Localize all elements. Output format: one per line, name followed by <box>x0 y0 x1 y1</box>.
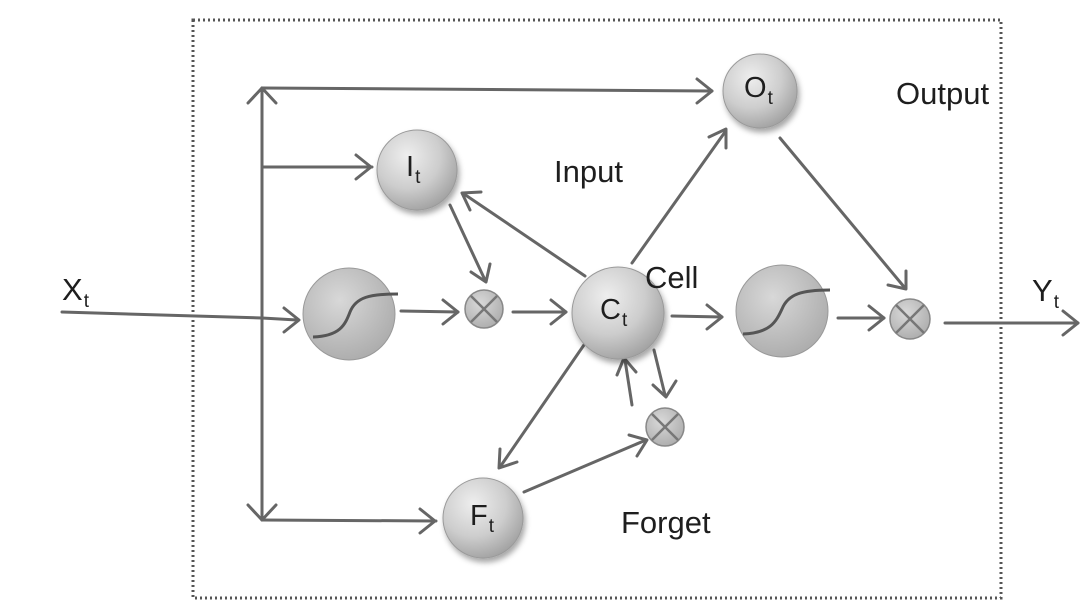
arrowhead-multiply2-in <box>867 304 886 332</box>
output-label: Output <box>896 76 990 111</box>
edge-cell-to-forget-gate <box>498 340 588 469</box>
multiply-icon-forget <box>645 407 685 447</box>
input-gate-node <box>376 129 458 211</box>
arrowhead-cell-to-forget-gate <box>497 447 519 470</box>
arrowhead-forget-gate-to-multiply <box>627 433 649 458</box>
arrowhead-output-gate-to-multiply <box>886 269 908 291</box>
sigmoid-icon <box>302 267 399 361</box>
edge-multiply3-to-cell <box>623 358 634 407</box>
arrowhead-forget-gate-in <box>418 507 437 535</box>
cell-boundary <box>191 18 1003 600</box>
arrowhead-output-gate-in <box>695 77 714 105</box>
arrowhead-cell-in <box>549 298 568 326</box>
arrowhead-cell-to-output-gate <box>707 127 728 150</box>
cell-node <box>571 266 665 360</box>
arrowhead-multiply1-in <box>441 298 460 326</box>
edge-sigmoid-to-multiply <box>399 309 460 314</box>
edge-bus-to-forget-gate <box>260 518 438 523</box>
input-label: Input <box>554 154 623 189</box>
multiply-icon-output <box>889 298 931 340</box>
edge-forget-gate-to-multiply <box>522 438 648 494</box>
arrowhead-input-gate-to-multiply <box>469 262 492 284</box>
arrowhead-output <box>1061 309 1080 337</box>
edge-cell-to-tanh <box>670 314 724 319</box>
edge-input-gate-to-multiply <box>448 203 487 282</box>
output-gate-node <box>722 53 798 129</box>
forget-label: Forget <box>621 505 711 540</box>
arrowhead-cell-to-input-gate <box>460 190 483 212</box>
arrowhead-multiply3-in <box>651 379 678 399</box>
edge-bus-to-output-gate <box>260 86 714 93</box>
cell-label: Cell <box>645 260 699 295</box>
arrowhead-input-gate-in <box>354 153 373 181</box>
forget-gate-node <box>442 477 524 559</box>
input-gate-symbol: It <box>406 151 421 188</box>
forget-gate-symbol: Ft <box>470 500 494 537</box>
input-symbol: Xt <box>62 272 89 312</box>
tanh-icon <box>735 264 831 358</box>
edge-cell-to-multiply3 <box>652 348 667 397</box>
arrowhead-sigmoid-in <box>282 306 301 334</box>
edge-output-gate-to-multiply <box>778 136 907 290</box>
multiply-icon-input <box>464 289 504 329</box>
output-gate-symbol: Ot <box>744 72 773 109</box>
edge-cell-to-input-gate <box>462 192 587 278</box>
output-symbol: Yt <box>1032 273 1059 313</box>
edge-cell-to-output-gate <box>630 130 727 265</box>
cell-symbol: Ct <box>600 294 628 331</box>
arrowhead-tanh-in <box>705 303 724 331</box>
